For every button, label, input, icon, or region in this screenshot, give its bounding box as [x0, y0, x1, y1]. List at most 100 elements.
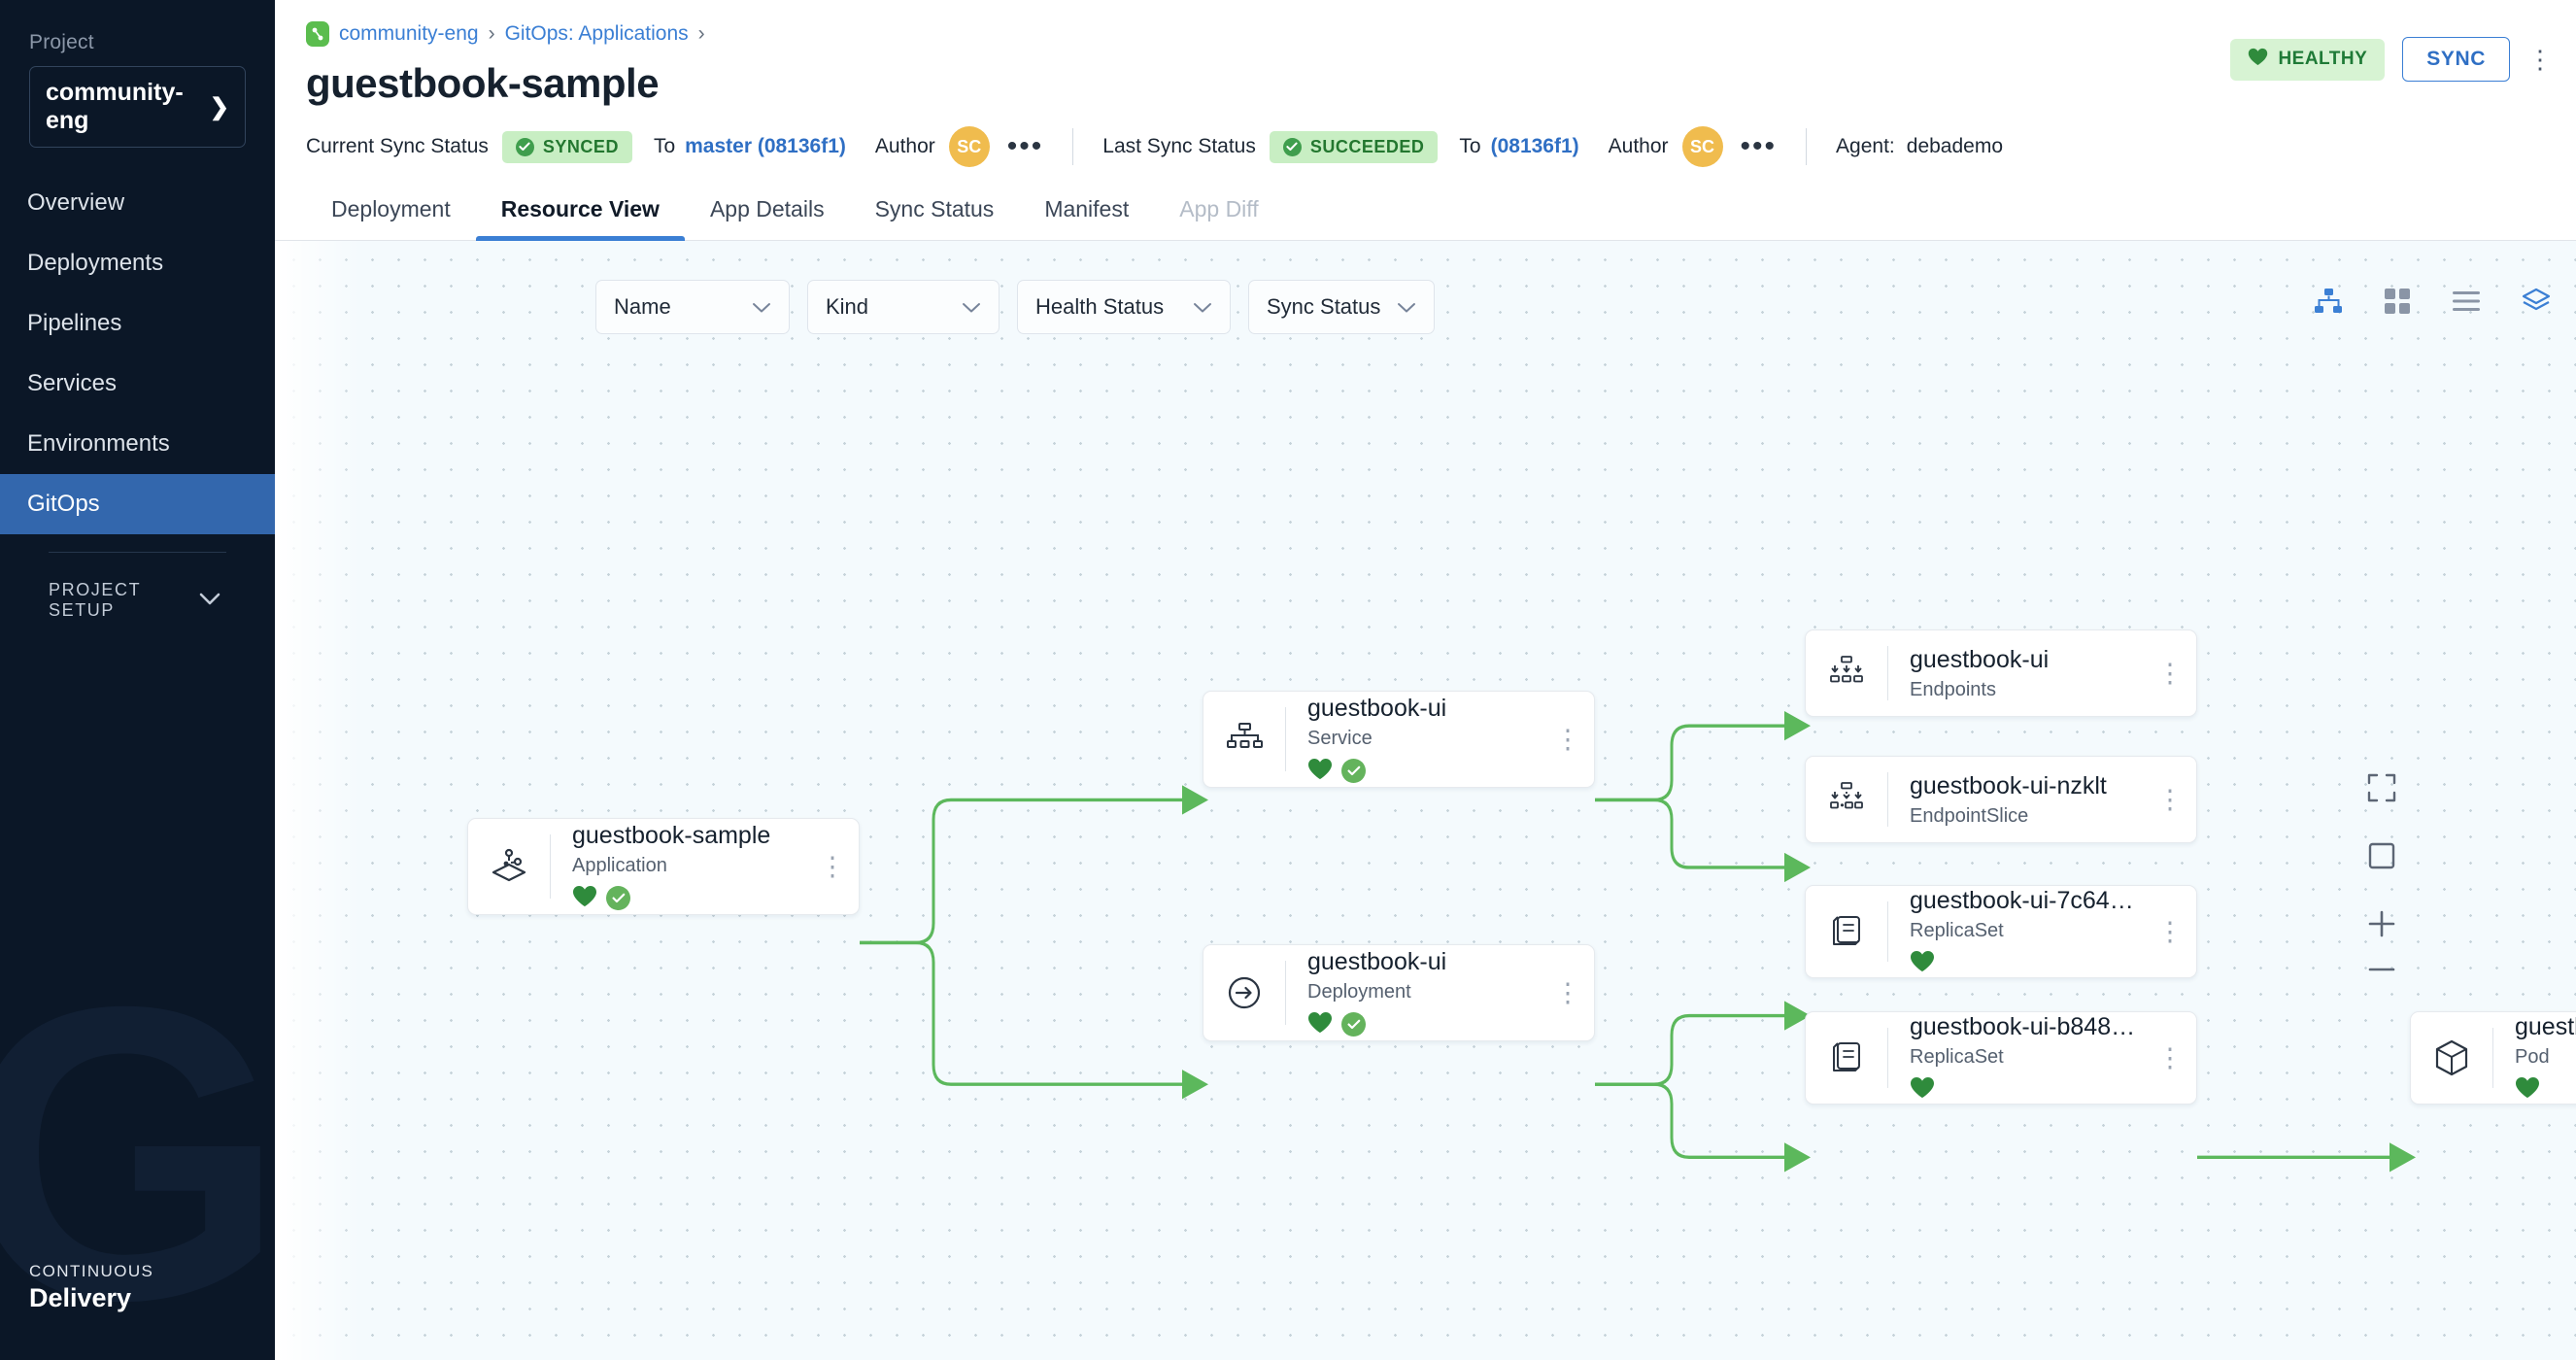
project-name: community-eng	[46, 79, 184, 134]
node-kind: Service	[1307, 727, 1373, 749]
replicaset-icon	[1806, 1037, 1887, 1078]
zoom-controls	[2367, 773, 2396, 981]
status-divider-1	[1072, 128, 1074, 165]
replicaset-icon	[1806, 911, 1887, 952]
current-more-menu[interactable]: •••	[1006, 130, 1044, 162]
node-kind: ReplicaSet	[1910, 919, 2004, 941]
filter-kind-label: Kind	[826, 294, 869, 319]
node-kebab-menu[interactable]: ⋮	[2156, 916, 2184, 946]
last-sync-status-chip: SUCCEEDED	[1269, 130, 1439, 163]
status-divider-2	[1806, 128, 1808, 165]
sidebar-brand: CONTINUOUS Delivery	[29, 1262, 153, 1313]
header-kebab-menu[interactable]: ⋮	[2527, 44, 2555, 74]
sidebar-section-project-setup[interactable]: PROJECT SETUP	[21, 570, 254, 630]
resource-graph-canvas[interactable]: Name Kind Health Status	[275, 241, 2576, 1360]
sync-ok-icon	[1341, 1012, 1366, 1037]
filter-health-status[interactable]: Health Status	[1017, 280, 1231, 334]
filter-sync-status[interactable]: Sync Status	[1248, 280, 1435, 334]
current-author-label: Author	[874, 135, 935, 157]
edge-app-to-deployment	[860, 940, 1208, 1100]
sidebar-item-deployments[interactable]: Deployments	[27, 250, 164, 276]
sidebar-item-environments[interactable]: Environments	[27, 430, 170, 457]
zoom-out-icon[interactable]	[2367, 963, 2396, 981]
grid-view-icon[interactable]	[2384, 288, 2411, 320]
tab-deployment[interactable]: Deployment	[331, 196, 451, 221]
chevron-down-icon	[199, 591, 220, 611]
node-kind: Endpoints	[1910, 678, 1996, 700]
graph-node-deployment[interactable]: guestbook-ui Deployment ⋮	[1203, 944, 1595, 1041]
page-title: guestbook-sample	[306, 60, 660, 106]
project-selector[interactable]: community-eng ❯	[29, 66, 246, 148]
fit-screen-icon[interactable]	[2367, 773, 2396, 807]
last-more-menu[interactable]: •••	[1740, 130, 1778, 162]
node-title: guestbook-ui	[1307, 694, 1447, 722]
health-label: HEALTHY	[2278, 49, 2368, 69]
network-view-icon[interactable]	[2522, 288, 2551, 320]
check-circle-icon	[515, 137, 534, 156]
edge-app-to-service	[860, 785, 1208, 945]
breadcrumb-gitops-applications[interactable]: GitOps: Applications	[504, 22, 689, 45]
brand-line-1: CONTINUOUS	[29, 1262, 154, 1280]
sidebar-item-services[interactable]: Services	[27, 370, 118, 396]
node-status-badges	[1910, 1076, 2144, 1104]
filter-name[interactable]: Name	[595, 280, 790, 334]
list-view-icon[interactable]	[2452, 289, 2481, 318]
node-kind: ReplicaSet	[1910, 1045, 2004, 1068]
graph-node-service[interactable]: guestbook-ui Service ⋮	[1203, 691, 1595, 788]
breadcrumb-project[interactable]: community-eng	[339, 22, 479, 45]
node-status-badges	[572, 885, 806, 912]
node-kebab-menu[interactable]: ⋮	[819, 851, 846, 881]
chevron-right-icon: ❯	[209, 93, 229, 120]
chevron-down-icon	[752, 294, 771, 320]
sync-ok-icon	[1341, 759, 1366, 783]
project-label: Project	[29, 31, 94, 53]
node-kebab-menu[interactable]: ⋮	[1554, 977, 1581, 1007]
current-to-label: To	[653, 135, 676, 157]
graph-node-endpoints[interactable]: guestbook-ui Endpoints ⋮	[1805, 629, 2197, 717]
node-status-badges	[2515, 1076, 2576, 1104]
node-title: guestbook-ui	[1307, 947, 1447, 975]
node-kebab-menu[interactable]: ⋮	[1554, 724, 1581, 754]
tab-sync-status[interactable]: Sync Status	[874, 196, 995, 221]
current-target-revision[interactable]: master (08136f1)	[685, 135, 846, 157]
current-sync-status-chip: SYNCED	[501, 130, 632, 163]
node-divider	[550, 834, 551, 899]
tab-app-details[interactable]: App Details	[709, 196, 825, 221]
sidebar-item-gitops[interactable]: GitOps	[0, 474, 275, 534]
current-author-avatar[interactable]: SC	[948, 126, 990, 167]
chevron-down-icon	[1193, 294, 1212, 320]
tab-manifest[interactable]: Manifest	[1044, 196, 1130, 221]
graph-node-replicaset-1[interactable]: guestbook-ui-7c64987dc9 ReplicaSet ⋮	[1805, 885, 2197, 978]
breadcrumb: community-eng › GitOps: Applications ›	[275, 21, 2576, 47]
node-kebab-menu[interactable]: ⋮	[2156, 1042, 2184, 1072]
filter-kind[interactable]: Kind	[807, 280, 1000, 334]
graph-node-application[interactable]: guestbook-sample Application ⋮	[467, 818, 860, 915]
sidebar-item-pipelines[interactable]: Pipelines	[27, 310, 122, 336]
select-box-icon[interactable]	[2368, 842, 2395, 874]
last-author-avatar[interactable]: SC	[1681, 126, 1723, 167]
chevron-down-icon	[962, 294, 981, 320]
sidebar-divider	[49, 552, 226, 553]
node-status-badges	[1307, 758, 1542, 785]
node-kebab-menu[interactable]: ⋮	[2156, 658, 2184, 688]
node-kind: Application	[572, 854, 667, 876]
node-kebab-menu[interactable]: ⋮	[2156, 784, 2184, 814]
brand-line-2: Delivery	[29, 1283, 132, 1312]
pod-icon	[2411, 1037, 2492, 1078]
sidebar-item-overview[interactable]: Overview	[27, 189, 125, 216]
last-target-revision[interactable]: (08136f1)	[1490, 135, 1579, 157]
graph-node-replicaset-2[interactable]: guestbook-ui-b848d5d9d ReplicaSet ⋮	[1805, 1011, 2197, 1105]
last-sync-status-text: SUCCEEDED	[1309, 136, 1425, 156]
graph-node-endpointslice[interactable]: guestbook-ui-nzklt EndpointSlice ⋮	[1805, 756, 2197, 843]
tree-view-icon[interactable]	[2314, 288, 2343, 320]
health-heart-icon	[2515, 1076, 2540, 1104]
tab-resource-view[interactable]: Resource View	[475, 187, 686, 241]
agent-label: Agent:	[1836, 135, 1895, 157]
node-title: guestbook-ui	[1910, 645, 2050, 673]
service-icon	[1203, 720, 1285, 759]
zoom-in-icon[interactable]	[2367, 909, 2396, 943]
sync-button[interactable]: SYNC	[2402, 37, 2510, 82]
node-title: guestbook-ui-7c64987dc9	[1910, 886, 2144, 914]
graph-node-pod[interactable]: guestbook-ui-b848d5d9... Pod ⋮	[2410, 1011, 2576, 1105]
